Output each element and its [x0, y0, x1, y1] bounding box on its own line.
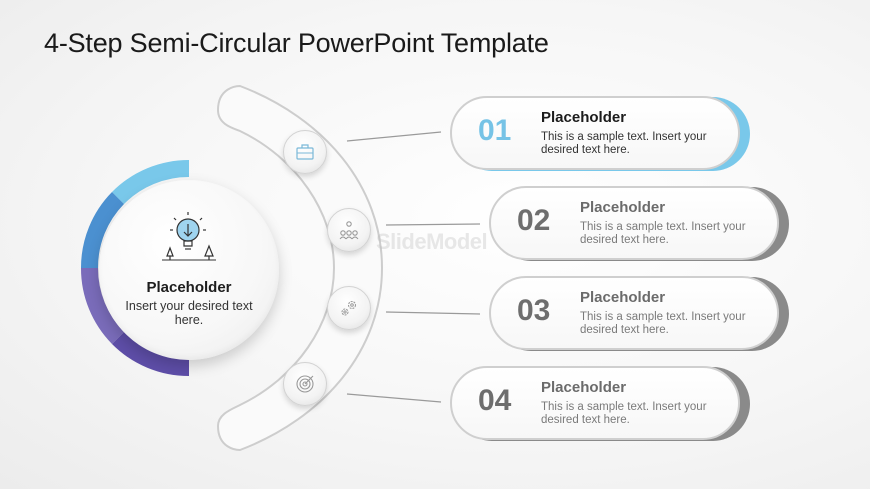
step-number: 03 [517, 294, 551, 327]
watermark: SlideModel [376, 229, 488, 254]
ring-segment-2 [80, 192, 124, 268]
node-4 [283, 362, 327, 406]
ring-segment-3 [80, 268, 124, 344]
arc-band [216, 84, 384, 452]
step-text: This is a sample text. Insert your desir… [541, 401, 707, 426]
step-number: 02 [517, 204, 551, 237]
step-title: Placeholder [580, 199, 666, 216]
step-pill-4: 04 Placeholder This is a sample text. In… [450, 366, 740, 440]
connector-line-1 [346, 131, 442, 142]
node-3 [327, 286, 371, 330]
step-title: Placeholder [541, 379, 627, 396]
team-network-icon [339, 221, 359, 240]
center-circle [99, 180, 279, 360]
gears-icon [341, 300, 357, 316]
center-text: Insert your desired text here. [125, 299, 253, 327]
node-1 [283, 130, 327, 174]
step-pill-1: 01 Placeholder This is a sample text. In… [450, 96, 740, 170]
step-pill-3: 03 Placeholder This is a sample text. In… [489, 276, 779, 350]
node-2 [327, 208, 371, 252]
step-number: 04 [478, 384, 512, 417]
connector-line-2 [385, 223, 481, 226]
center-title: Placeholder [146, 279, 232, 296]
lightbulb-trees-icon [162, 212, 216, 261]
connector-line-3 [385, 311, 481, 315]
step-title: Placeholder [541, 109, 627, 126]
step-text: This is a sample text. Insert your desir… [541, 131, 707, 156]
step-text: This is a sample text. Insert your desir… [580, 311, 746, 336]
briefcase-icon [296, 144, 314, 160]
step-title: Placeholder [580, 289, 666, 306]
step-number: 01 [478, 114, 512, 147]
slide-title: 4-Step Semi-Circular PowerPoint Template [44, 28, 549, 58]
ring-segment-4 [112, 332, 189, 377]
target-icon [296, 375, 314, 393]
ring-segment-1 [112, 159, 189, 204]
step-text: This is a sample text. Insert your desir… [580, 221, 746, 246]
connector-line-4 [346, 393, 442, 403]
step-pill-2: 02 Placeholder This is a sample text. In… [489, 186, 779, 260]
